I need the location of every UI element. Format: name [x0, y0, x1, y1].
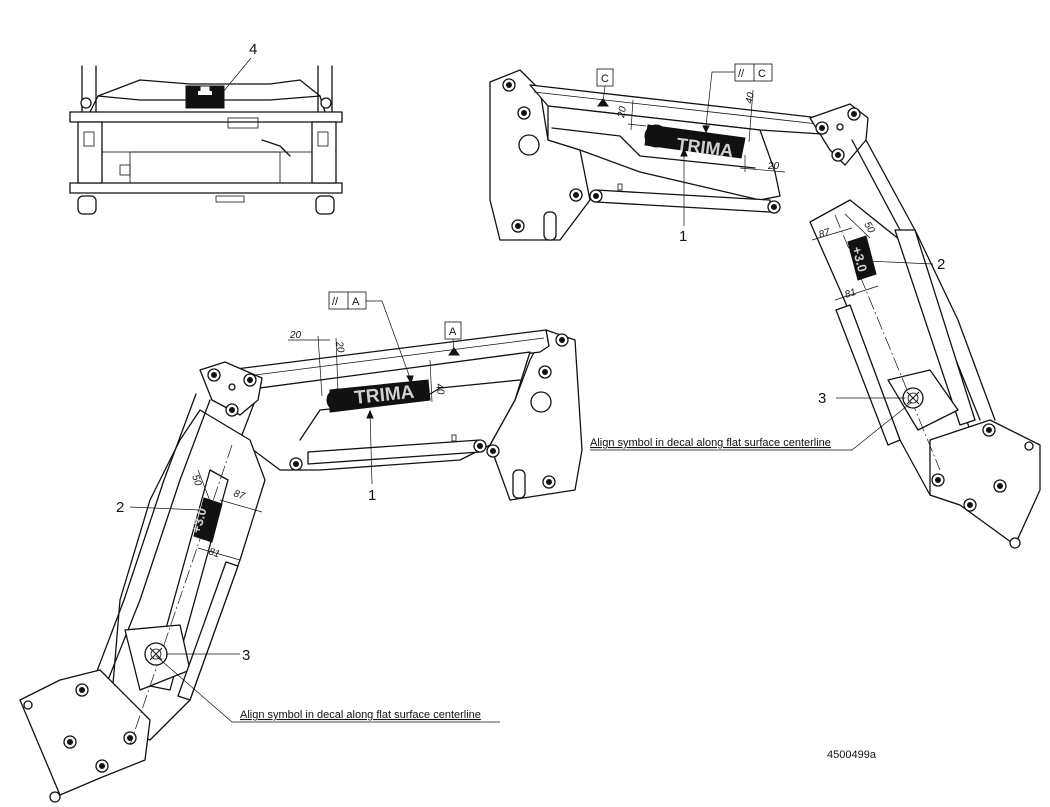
dim-87-right: 87	[818, 227, 832, 241]
leader-2-right	[865, 260, 934, 265]
decal-4-shape	[185, 85, 225, 109]
callout-4: 4	[249, 41, 257, 58]
dim-40-right: 40	[744, 91, 757, 104]
callout-2-right: 2	[937, 256, 945, 273]
decal-1-left: TRIMA	[326, 379, 431, 413]
front-view-frame	[69, 65, 343, 215]
dims-right: 20 40 20 87 50 81	[616, 89, 879, 301]
note-right: Align symbol in decal along flat surface…	[590, 401, 913, 451]
decal-3-left	[144, 642, 168, 666]
note-right-text: Align symbol in decal along flat surface…	[590, 437, 831, 449]
dim-87-left: 87	[232, 488, 246, 502]
dims-left: 20 20 40 50 87 81	[189, 330, 446, 561]
parallel-symbol-a: //	[332, 296, 339, 308]
callout-1-left: 1	[368, 487, 376, 504]
parallel-datum-a: A	[352, 296, 360, 308]
callout-3-right: 3	[818, 390, 826, 407]
decal-2-right: +3.0	[847, 235, 877, 281]
leader-2-left	[129, 506, 201, 511]
decal-3-right	[902, 387, 924, 409]
drawing-number: 4500499a	[827, 749, 877, 761]
parallel-datum-c: C	[758, 68, 766, 80]
note-left-text: Align symbol in decal along flat surface…	[240, 709, 481, 721]
datum-a-label: A	[449, 326, 457, 338]
datum-c-label: C	[601, 73, 609, 85]
callout-1-right: 1	[679, 228, 687, 245]
decal-model-left: +3.0	[188, 506, 209, 535]
parallel-frame-a: // A	[328, 291, 414, 385]
loader-arm-left	[19, 329, 583, 803]
note-left: Align symbol in decal along flat surface…	[155, 655, 500, 723]
parallel-symbol-c: //	[738, 68, 745, 80]
dim-20-horizontal-right: 20	[767, 161, 780, 172]
dim-40-left: 40	[433, 383, 446, 396]
callout-3-left: 3	[242, 647, 250, 664]
decal-2-left: +3.0	[188, 497, 223, 543]
parallel-frame-c: // C	[702, 63, 773, 134]
decal-model-right: +3.0	[849, 245, 870, 274]
callout-2-left: 2	[116, 499, 124, 516]
leader-1-left	[369, 411, 373, 485]
datum-a: A	[444, 321, 462, 356]
dim-20-horizontal-left: 20	[289, 330, 302, 341]
dim-81-left: 81	[207, 546, 221, 560]
leader-4	[217, 57, 252, 99]
datum-c: C	[596, 68, 614, 107]
dim-20-vertical-right: 20	[616, 105, 629, 119]
dim-50-right: 50	[861, 220, 876, 236]
dim-50-left: 50	[189, 473, 203, 488]
dim-81-right: 81	[844, 287, 858, 301]
dim-20-vertical-left: 20	[333, 340, 346, 354]
